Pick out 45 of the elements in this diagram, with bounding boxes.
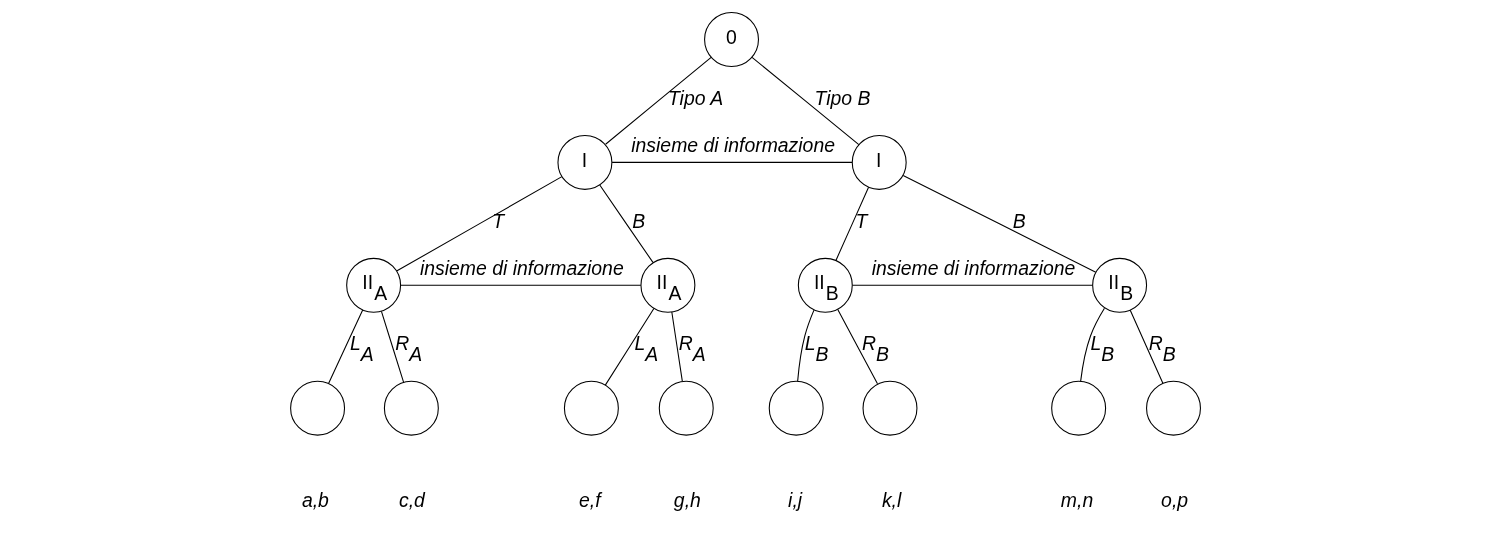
node-circle <box>768 380 824 436</box>
connector <box>611 161 853 163</box>
connector <box>400 284 642 286</box>
connector <box>902 174 1097 273</box>
node-circle <box>862 380 918 436</box>
edge-label: T <box>855 209 868 232</box>
node-circle <box>1051 380 1107 436</box>
edge-label: Tipo B <box>814 86 871 109</box>
node-circle: 0 <box>704 12 759 67</box>
node-circle <box>563 380 619 436</box>
node-circle <box>290 380 346 436</box>
connector <box>1080 307 1105 382</box>
connector <box>837 308 879 385</box>
connector <box>380 310 405 383</box>
node-label: e,f <box>578 488 601 511</box>
node-circle <box>383 380 439 436</box>
node-label: i,j <box>788 488 803 511</box>
connector <box>835 186 870 261</box>
connector <box>671 311 683 382</box>
connector <box>599 184 654 263</box>
node-circle: I <box>851 134 907 190</box>
edge-label: T <box>492 209 505 232</box>
connector <box>604 307 655 386</box>
connector <box>751 56 860 146</box>
node-circle <box>658 380 714 436</box>
node-label: m,n <box>1060 488 1094 511</box>
node-label: g,h <box>673 488 701 511</box>
node-label: k,l <box>881 488 902 511</box>
edge-label: Tipo A <box>667 86 724 109</box>
connector <box>396 176 563 272</box>
node-circle: I <box>557 134 613 190</box>
edge-label: B <box>632 209 646 232</box>
node-label: o,p <box>1161 488 1189 511</box>
connector <box>1129 309 1164 384</box>
node-label: a,b <box>301 488 329 511</box>
connector <box>328 309 364 384</box>
connector <box>797 309 815 382</box>
connector <box>851 284 1094 286</box>
edge-label: insieme di informazione <box>419 256 624 279</box>
edge-label: insieme di informazione <box>631 134 835 157</box>
connector <box>605 56 712 145</box>
node-label: c,d <box>398 488 425 511</box>
edge-label: insieme di informazione <box>871 256 1076 279</box>
node-circle <box>1146 380 1201 436</box>
edge-label: B <box>1012 209 1026 232</box>
